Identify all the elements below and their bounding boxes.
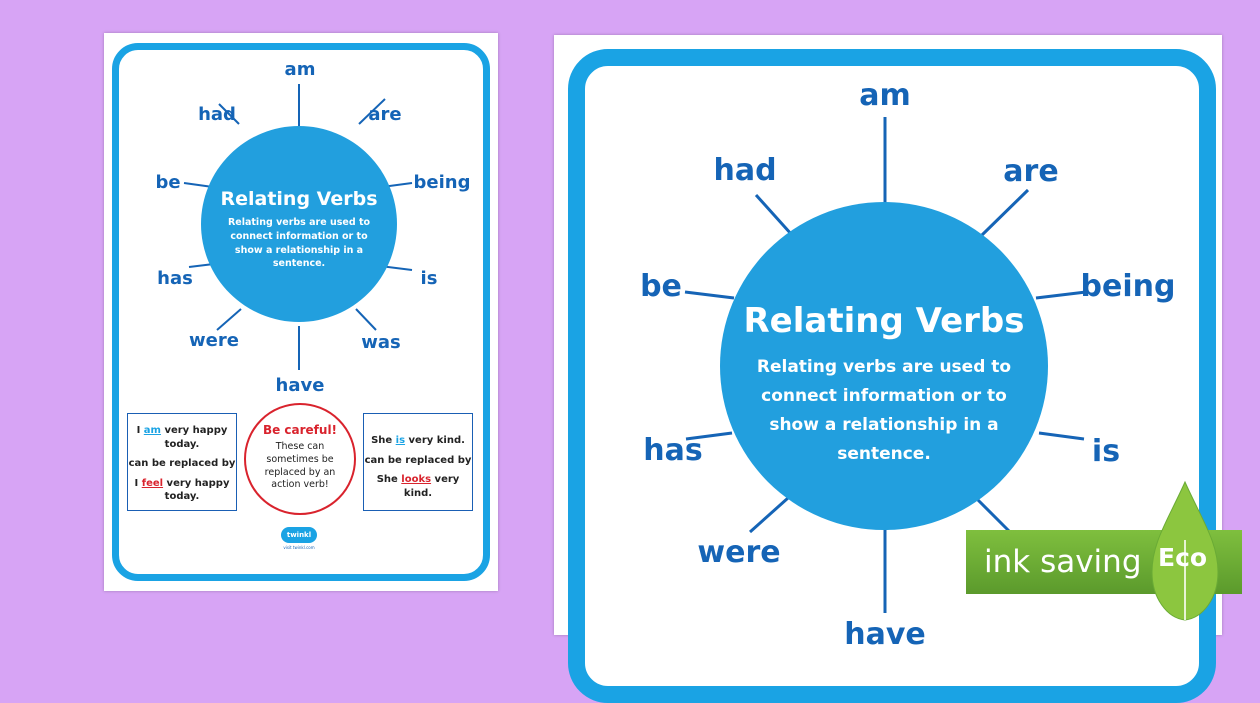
ink-saving-label: ink saving [984,544,1142,580]
be-careful-circle: Be careful! These can sometimes be repla… [244,403,356,515]
example2-sentence: She is very kind. [371,435,465,446]
poster-preview[interactable]: am are being is was have were has be had… [554,35,1222,703]
example1-replacement: I feel very happy today. [134,477,230,503]
relating-verbs-circle: Relating Verbs Relating verbs are used t… [201,126,397,322]
verb-had: had [198,104,236,125]
verb-being: being [413,172,471,193]
poster-description: Relating verbs are used to connect infor… [227,217,371,270]
verb-being-large: being [1080,269,1176,304]
verb-have-large: have [844,617,926,652]
verb-spokes-large [684,117,1087,613]
verb-am: am [284,59,316,80]
verb-is-large: is [1091,434,1121,469]
verb-are-large: are [1003,154,1059,189]
verb-be-large: be [640,269,682,304]
verb-was: was [361,332,401,353]
verb-are: are [368,104,402,125]
example1-replace: can be replaced by [128,458,236,469]
example2-replace: can be replaced by [364,454,472,466]
verb-be: be [155,172,181,193]
verb-were-large: were [697,535,781,570]
example-box-1: I am very happy today. can be replaced b… [127,413,237,511]
poster-title: Relating Verbs [220,188,378,210]
verb-were: were [189,330,239,351]
twinkl-url: visit twinkl.com [283,545,315,550]
verb-has: has [157,268,193,289]
poster-description-large: Relating verbs are used to connect infor… [756,357,1012,464]
example1-sentence: I am very happy today. [136,425,228,450]
verb-had-large: had [713,153,777,188]
eco-leaf-icon [1151,480,1219,621]
verb-is: is [420,268,438,289]
poster-title-large: Relating Verbs [743,301,1025,341]
verb-am-large: am [859,78,911,113]
relating-verbs-circle-large: Relating Verbs Relating verbs are used t… [720,202,1048,530]
eco-label: Eco [1158,543,1208,572]
example-box-2: She is very kind. can be replaced by She… [363,413,473,511]
verb-has-large: has [643,433,703,468]
twinkl-logo: twinkl [281,527,317,543]
verb-have: have [275,375,325,396]
poster-thumbnail[interactable]: am are being is was have were has be had… [104,33,498,591]
careful-heading: Be careful! [262,423,338,437]
example2-replacement: She looks very kind. [376,474,460,499]
careful-body: These can sometimes be replaced by an ac… [264,441,336,491]
